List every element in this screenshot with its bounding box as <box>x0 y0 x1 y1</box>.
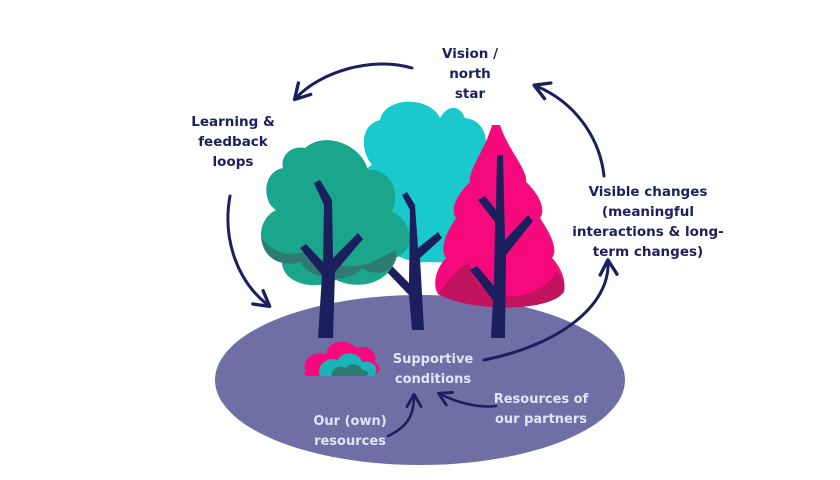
partner-resources-label: Resources of our partners <box>493 392 589 427</box>
own-resources-label: Our (own) resources <box>313 414 387 449</box>
learning-label: Learning & feedback loops <box>191 114 275 170</box>
teal-tree-icon <box>260 140 410 338</box>
ground-ellipse <box>215 295 625 465</box>
bush-icon <box>303 341 380 376</box>
visible-changes-label: Visible changes (meaningful interactions… <box>572 184 724 260</box>
supportive-conditions-label: Supportive conditions <box>392 352 474 387</box>
vision-label: Vision / north star <box>441 46 499 102</box>
arrow-icon <box>386 392 423 438</box>
arrow-icon <box>226 194 272 308</box>
arrow-icon <box>482 258 619 362</box>
arrow-icon <box>437 391 498 408</box>
magenta-tree-icon <box>435 125 565 338</box>
arrow-icon <box>292 62 414 102</box>
arrow-icon <box>532 81 606 178</box>
